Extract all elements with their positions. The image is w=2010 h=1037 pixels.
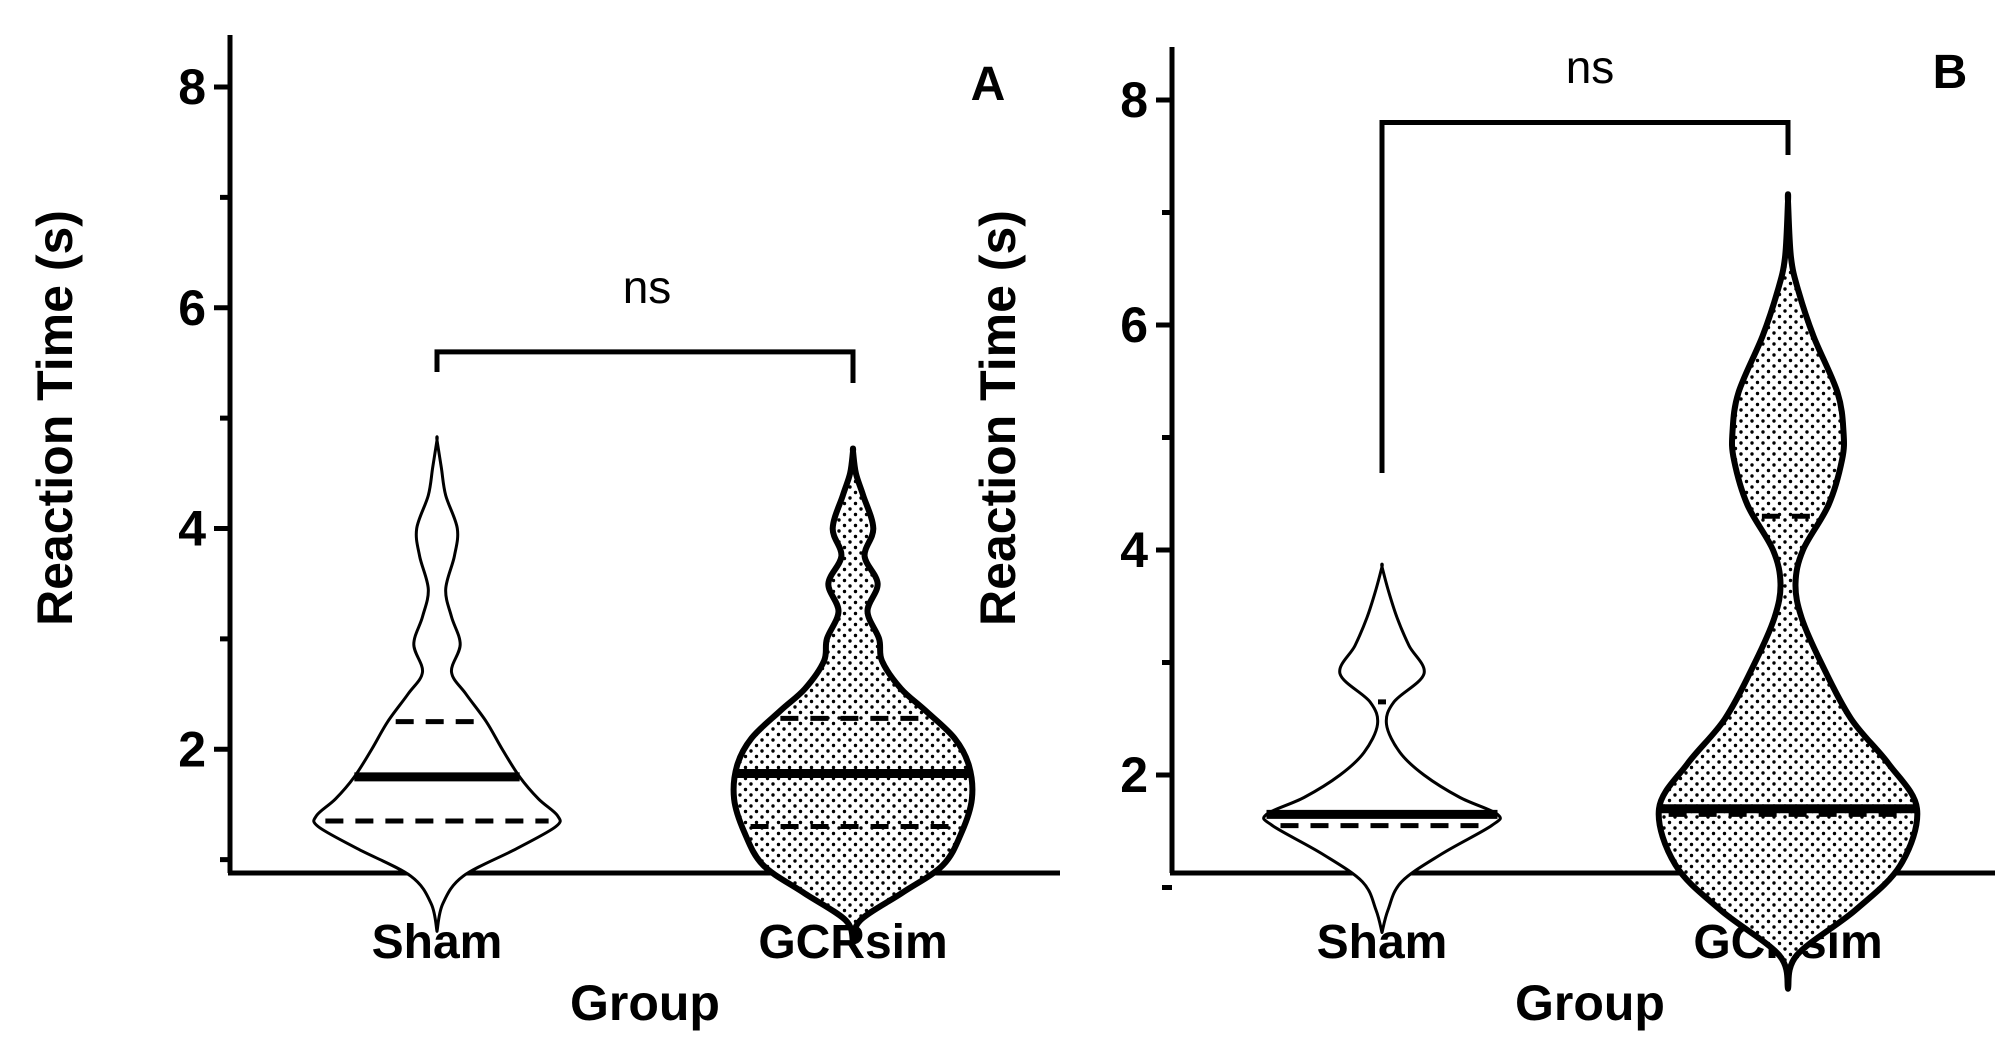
violin-sham [312,435,562,933]
y-tick-label: 4 [178,501,206,557]
y-tick-label: 8 [1120,72,1148,128]
y-axis-title: Reaction Time (s) [27,210,83,626]
y-tick-label: 2 [1120,747,1148,803]
panel-letter: A [971,58,1006,111]
violin-sham [1262,562,1502,934]
significance-label: ns [623,261,672,313]
y-tick-label: 4 [1120,522,1148,578]
significance-bracket [1379,120,1791,473]
panel-letter: B [1933,46,1968,99]
violin-gcrsim [1655,191,1921,992]
y-tick-label: 6 [178,280,206,336]
y-tick-label: 8 [178,59,206,115]
violin-gcrsim [730,445,976,946]
y-axis-title: Reaction Time (s) [970,210,1026,626]
x-axis-title: Group [1515,975,1665,1031]
significance-label: ns [1566,41,1615,93]
y-tick-label: 6 [1120,297,1148,353]
x-axis-title: Group [570,975,720,1031]
significance-bracket [434,349,856,383]
y-tick-label: 2 [178,721,206,777]
